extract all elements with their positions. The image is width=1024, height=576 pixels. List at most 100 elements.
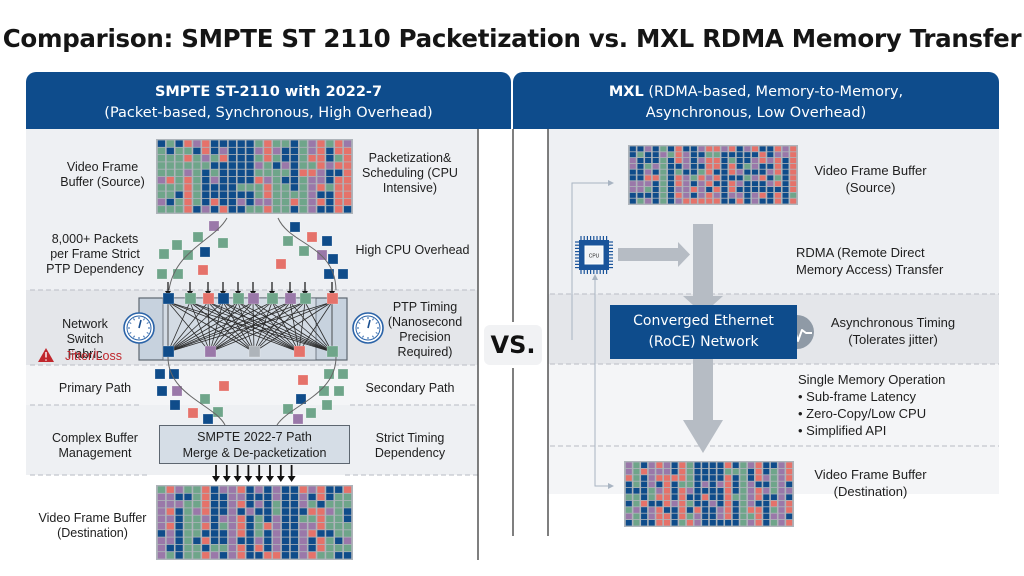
frame-cell	[625, 462, 632, 468]
frame-cell	[281, 530, 290, 537]
frame-cell	[721, 198, 728, 204]
frame-cell	[683, 181, 690, 187]
frame-cell	[717, 488, 724, 494]
frame-cell	[273, 501, 281, 508]
frame-cell	[202, 530, 210, 537]
frame-cell	[237, 147, 245, 155]
frame-cell	[237, 191, 245, 198]
frame-cell	[706, 187, 713, 192]
frame-cell	[184, 176, 192, 184]
frame-cell	[629, 158, 636, 163]
frame-cell	[335, 522, 343, 530]
frame-cell	[175, 493, 183, 501]
clock-hand	[367, 319, 371, 329]
frame-cell	[281, 155, 290, 162]
frame-cell	[326, 515, 334, 523]
frame-cell	[273, 515, 281, 523]
frame-cell	[721, 187, 728, 192]
frame-cell	[702, 513, 709, 520]
frame-cell	[721, 163, 728, 169]
frame-cell	[317, 552, 325, 559]
frame-cell	[725, 500, 732, 507]
frame-cell	[729, 163, 736, 169]
frame-cell	[721, 158, 728, 163]
dest-frame-buffer	[156, 485, 353, 560]
packet-square	[192, 231, 204, 243]
rdma-l1: RDMA (Remote Direct	[796, 245, 925, 260]
frame-cell	[729, 169, 736, 175]
frame-cell	[759, 175, 766, 181]
frame-cell	[663, 507, 671, 513]
frame-cell	[210, 544, 219, 552]
frame-cell	[729, 198, 736, 204]
frame-cell	[335, 206, 343, 213]
packet-square	[217, 292, 230, 305]
frame-cell	[679, 462, 686, 468]
frame-cell	[255, 552, 263, 559]
frame-cell	[317, 169, 325, 177]
frame-cell	[210, 501, 219, 508]
warning-triangle-icon	[38, 348, 54, 362]
packet-square	[305, 407, 317, 419]
frame-cell	[308, 147, 316, 155]
frame-cell	[157, 176, 166, 184]
frame-cell	[732, 475, 739, 481]
frame-cell	[326, 206, 334, 213]
frame-cell	[709, 468, 716, 475]
mesh-link	[237, 301, 333, 353]
frame-cell	[702, 475, 709, 481]
frame-cell	[747, 468, 755, 475]
frame-cell	[237, 169, 245, 177]
frame-cell	[228, 140, 236, 147]
frame-cell	[343, 191, 352, 198]
frame-cell	[281, 191, 290, 198]
frame-cell	[686, 468, 693, 475]
frame-cell	[202, 169, 210, 177]
frame-cell	[629, 169, 636, 175]
frame-cell	[184, 206, 192, 213]
packet-square	[295, 393, 307, 405]
frame-cell	[175, 515, 183, 523]
frame-cell	[175, 501, 183, 508]
frame-cell	[175, 537, 183, 544]
frame-cell	[273, 530, 281, 537]
frame-cell	[157, 147, 166, 155]
frame-cell	[193, 508, 201, 515]
frame-cell	[648, 481, 655, 488]
right-panel-header: MXL (RDMA-based, Memory-to-Memory, Async…	[513, 72, 999, 129]
frame-cell	[202, 501, 210, 508]
rdma-arrow-shaft	[693, 358, 713, 423]
frame-cell	[175, 544, 183, 552]
frame-cell	[210, 522, 219, 530]
frame-cell	[343, 544, 352, 552]
frame-cell	[228, 155, 236, 162]
frame-cell	[157, 493, 166, 501]
frame-cell	[290, 537, 299, 544]
frame-cell	[667, 163, 675, 169]
frame-cell	[759, 198, 766, 204]
mesh-link	[298, 301, 333, 353]
frame-cell	[308, 155, 316, 162]
clock-tick	[146, 322, 149, 324]
frame-cell	[732, 488, 739, 494]
frame-cell	[308, 140, 316, 147]
frame-cell	[702, 494, 709, 500]
frame-cell	[747, 488, 755, 494]
frame-cell	[281, 184, 290, 191]
frame-cell	[255, 486, 263, 493]
frame-cell	[299, 184, 307, 191]
frame-cell	[281, 198, 290, 206]
frame-cell	[767, 175, 774, 181]
frame-cell	[786, 468, 793, 475]
frame-cell	[273, 147, 281, 155]
packet-square	[292, 413, 304, 425]
frame-cell	[721, 152, 728, 158]
frame-cell	[694, 513, 701, 520]
mesh-link	[167, 301, 273, 353]
clock-tick	[362, 318, 364, 321]
frame-cell	[299, 522, 307, 530]
frame-cell	[184, 493, 192, 501]
frame-cell	[709, 488, 716, 494]
frame-cell	[290, 198, 299, 206]
frame-cell	[166, 530, 174, 537]
